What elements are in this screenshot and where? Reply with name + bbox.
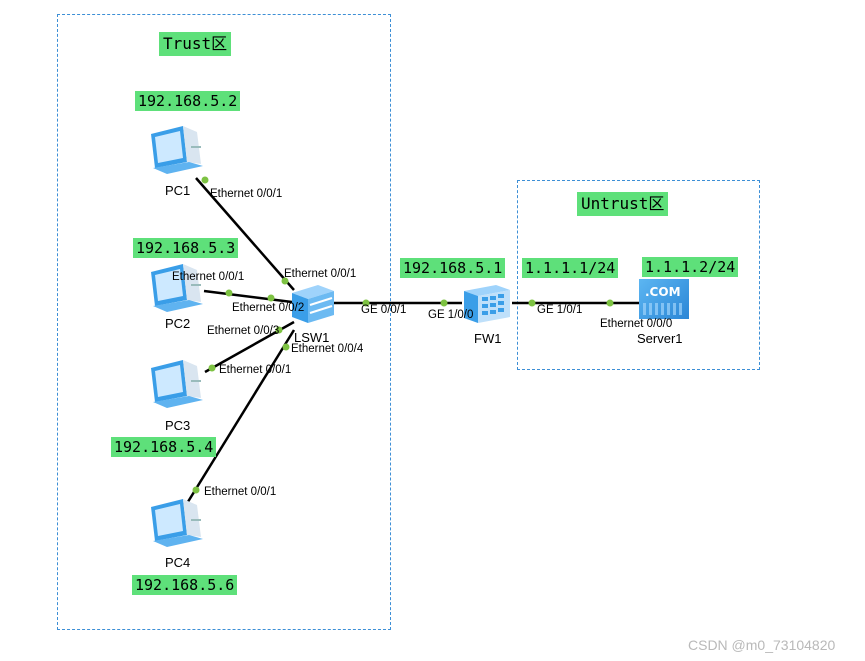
pc1-icon[interactable] — [145, 124, 211, 180]
port-label: Ethernet 0/0/1 — [284, 268, 357, 280]
untrust-zone — [517, 180, 760, 370]
port-label: Ethernet 0/0/1 — [172, 271, 245, 283]
server1-name: Server1 — [637, 331, 683, 346]
port-dot — [440, 299, 448, 307]
switch-icon[interactable] — [288, 281, 338, 327]
port-dot — [267, 294, 275, 302]
fw-ge101-ip: 1.1.1.1/24 — [522, 258, 619, 278]
port-label: Ethernet 0/0/3 — [207, 325, 280, 337]
port-dot — [201, 176, 209, 184]
untrust-zone-label: Untrust区 — [577, 192, 669, 216]
pc3-name: PC3 — [165, 418, 191, 433]
port-dot — [275, 326, 283, 334]
trust-zone-label: Trust区 — [159, 32, 232, 56]
port-dot — [208, 364, 216, 372]
port-dot — [362, 299, 370, 307]
link-pc1-lsw1 — [195, 177, 295, 291]
link-pc2-lsw1 — [203, 289, 293, 304]
port-label: GE 1/0/1 — [537, 304, 583, 316]
port-label: Ethernet 0/0/1 — [204, 486, 277, 498]
pc2-name: PC2 — [165, 316, 191, 331]
server1-ip: 1.1.1.2/24 — [642, 257, 739, 277]
port-label: GE 1/0/0 — [428, 309, 474, 321]
port-dot — [281, 277, 289, 285]
pc1-ip: 192.168.5.2 — [135, 91, 241, 111]
port-dot — [192, 486, 200, 494]
pc4-name: PC4 — [165, 555, 191, 570]
server-vents — [643, 303, 685, 315]
server-icon[interactable]: .COM — [639, 279, 689, 319]
port-label: Ethernet 0/0/0 — [600, 318, 673, 330]
pc3-icon[interactable] — [145, 358, 211, 414]
port-dot — [225, 289, 233, 297]
port-label: Ethernet 0/0/2 — [232, 302, 305, 314]
port-label: Ethernet 0/0/4 — [291, 343, 364, 355]
pc3-ip: 192.168.5.4 — [111, 437, 217, 457]
port-label: Ethernet 0/0/1 — [210, 188, 283, 200]
watermark: CSDN @m0_73104820 — [688, 637, 836, 653]
pc4-icon[interactable] — [145, 497, 211, 553]
trust-zone — [57, 14, 391, 630]
port-label: Ethernet 0/0/1 — [219, 364, 292, 376]
port-label: GE 0/0/1 — [361, 304, 407, 316]
firewall-icon[interactable] — [460, 281, 514, 327]
port-dot — [528, 299, 536, 307]
fw1-ip: 192.168.5.1 — [400, 258, 506, 278]
pc2-ip: 192.168.5.3 — [133, 238, 239, 258]
lsw1-name: LSW1 — [294, 330, 330, 345]
port-dot — [282, 343, 290, 351]
fw1-name: FW1 — [474, 331, 502, 346]
pc1-name: PC1 — [165, 183, 191, 198]
server-badge: .COM — [645, 285, 681, 299]
pc2-icon[interactable] — [145, 262, 211, 318]
link-pc4-lsw1 — [184, 329, 296, 506]
pc4-ip: 192.168.5.6 — [132, 575, 238, 595]
port-dot — [606, 299, 614, 307]
